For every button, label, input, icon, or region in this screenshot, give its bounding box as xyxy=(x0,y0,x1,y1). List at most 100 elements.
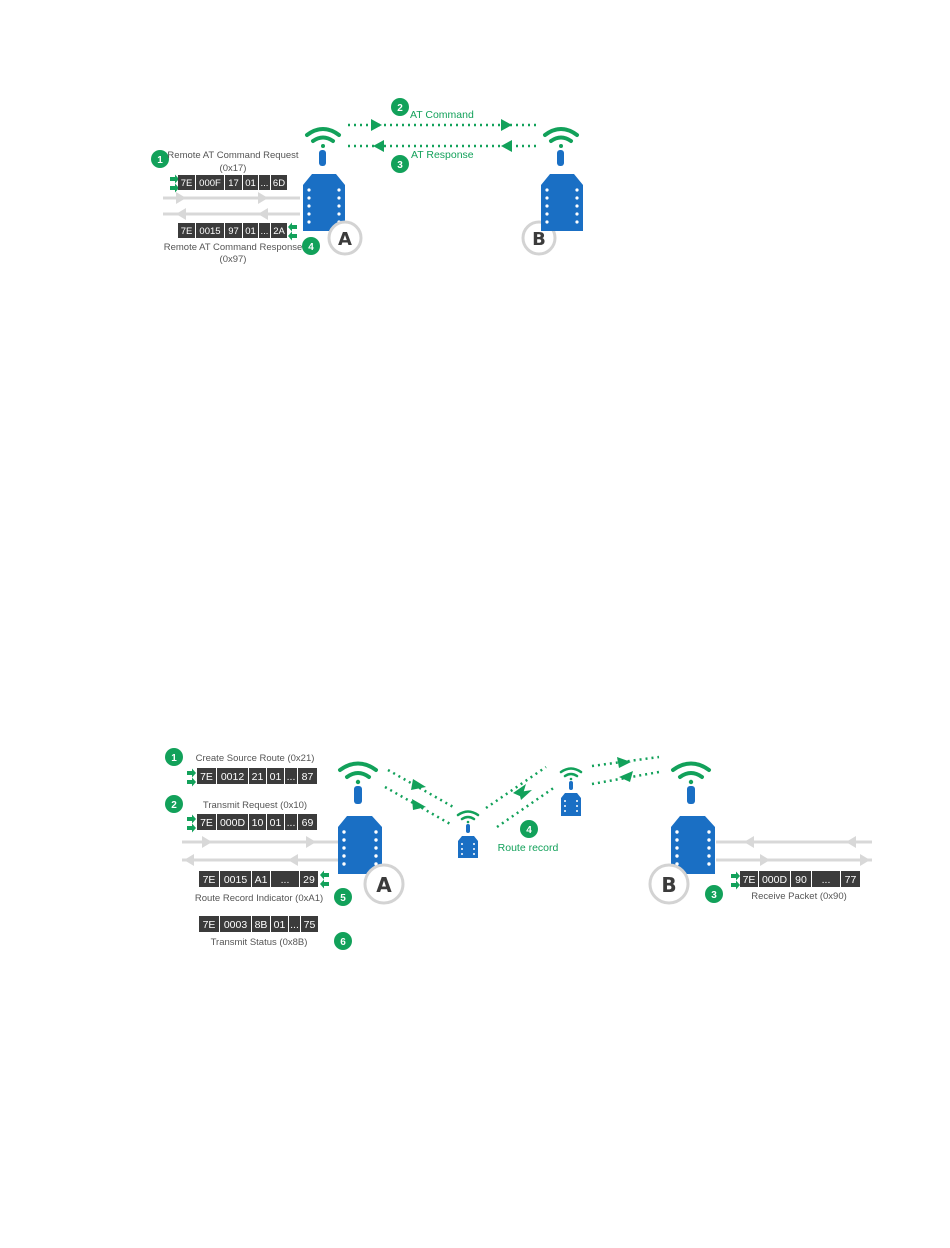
frame-byte: 87 xyxy=(302,771,314,783)
router-node-2 xyxy=(559,767,583,816)
frame-byte: A1 xyxy=(255,874,268,886)
step-label: Transmit Status (0x8B) xyxy=(211,937,308,948)
frame-byte: 17 xyxy=(228,178,239,189)
rf-direction-arrows xyxy=(411,757,633,810)
frame-direction-arrows-icon xyxy=(187,814,196,833)
step-number: 3 xyxy=(397,160,403,171)
frame-byte: 6D xyxy=(273,178,285,189)
step-6-transmit-status: 7E 0003 8B 01 ... 75 Transmit Status (0x… xyxy=(199,916,352,950)
diagram-source-routing: 1 Create Source Route (0x21) 7E 0012 21 … xyxy=(165,748,872,950)
arrow-left-up-icon xyxy=(412,799,426,810)
node-label: A xyxy=(338,229,352,250)
frame-byte: ... xyxy=(290,919,299,931)
arrow-right-icon xyxy=(371,119,382,131)
host-data-lines xyxy=(163,192,300,220)
frame-byte: ... xyxy=(261,178,269,189)
frame-byte: 29 xyxy=(303,874,315,886)
frame-byte: 90 xyxy=(795,874,807,886)
step-label: Remote AT Command Request xyxy=(167,150,298,161)
arrow-right-down-icon xyxy=(411,779,426,790)
frame-byte: 69 xyxy=(302,817,314,829)
step-number-badge xyxy=(520,820,538,838)
frame-direction-arrows-icon xyxy=(731,871,740,890)
radio-module-icon xyxy=(671,786,715,874)
api-frame: 7E 0003 8B 01 ... 75 xyxy=(199,916,318,932)
api-frame: 7E 0012 21 01 ... 87 xyxy=(197,768,317,784)
frame-byte: 75 xyxy=(304,919,316,931)
frame-byte: ... xyxy=(281,874,290,886)
step-1-remote-at-command-request: 1 Remote AT Command Request (0x17) 7E 00… xyxy=(151,150,299,193)
step-code: (0x17) xyxy=(220,163,247,174)
rf-link xyxy=(348,119,538,152)
arrow-left-icon xyxy=(373,140,384,152)
frame-byte: ... xyxy=(287,771,296,783)
frame-byte: 8B xyxy=(255,919,268,931)
frame-byte: 01 xyxy=(270,817,282,829)
frame-byte: 10 xyxy=(252,817,264,829)
step-number: 2 xyxy=(397,103,403,114)
frame-byte: 01 xyxy=(270,771,282,783)
radio-module-icon xyxy=(561,781,581,816)
node-a: A xyxy=(338,761,405,905)
step-number-badge xyxy=(165,748,183,766)
step-number-badge xyxy=(151,150,169,168)
frame-direction-arrows-icon xyxy=(187,768,196,787)
frame-byte: 7E xyxy=(181,178,193,189)
step-number-badge xyxy=(391,155,409,173)
step-number-badge xyxy=(165,795,183,813)
router-node-1 xyxy=(456,810,480,858)
step-3-at-response: AT Response 3 xyxy=(391,149,474,173)
wifi-waves-icon xyxy=(671,761,711,785)
frame-direction-arrows-icon xyxy=(288,222,297,241)
frame-byte: 7E xyxy=(203,919,216,931)
step-3-receive-packet: 3 7E 000D 90 ... 77 Receive Packet (0x90… xyxy=(705,871,860,903)
step-5-route-record-indicator: 7E 0015 A1 ... 29 Route Record Indicator… xyxy=(195,870,352,906)
step-number: 3 xyxy=(711,890,717,901)
radio-module-icon xyxy=(541,150,583,231)
arrow-right-up-icon xyxy=(519,790,532,800)
frame-byte: 0015 xyxy=(199,226,220,237)
frame-byte: ... xyxy=(261,226,269,237)
step-label: AT Response xyxy=(411,149,474,161)
host-data-lines-a xyxy=(182,836,338,866)
step-4-remote-at-command-response: 7E 0015 97 01 ... 2A Remote AT Command R… xyxy=(164,222,320,265)
step-label: Remote AT Command Response xyxy=(164,242,303,253)
node-a: A xyxy=(303,127,363,256)
frame-byte: 000D xyxy=(762,874,788,886)
frame-byte: 7E xyxy=(200,817,213,829)
frame-byte: 000F xyxy=(199,178,221,189)
step-label: Transmit Request (0x10) xyxy=(203,800,307,811)
step-number-badge xyxy=(302,237,320,255)
step-4-route-record: 4 Route record xyxy=(498,820,559,854)
node-label: B xyxy=(532,229,546,250)
step-label: Route record xyxy=(498,842,559,854)
node-label-ring xyxy=(327,220,363,256)
wifi-waves-icon xyxy=(559,767,583,781)
frame-byte: 01 xyxy=(274,919,286,931)
arrow-right-icon xyxy=(501,119,512,131)
api-frame: 7E 000D 10 01 ... 69 xyxy=(197,814,317,830)
api-frame: 7E 000F 17 01 ... 6D xyxy=(178,175,287,190)
arrow-left-icon xyxy=(501,140,512,152)
step-number: 4 xyxy=(526,825,532,836)
wifi-waves-icon xyxy=(338,761,378,785)
frame-byte: ... xyxy=(287,817,296,829)
frame-byte: 7E xyxy=(203,874,216,886)
host-data-lines-b xyxy=(716,836,872,866)
step-2-transmit-request: 2 Transmit Request (0x10) 7E 000D 10 01 … xyxy=(165,795,317,833)
step-number: 6 xyxy=(340,937,346,948)
step-number: 5 xyxy=(340,893,346,904)
step-label: Create Source Route (0x21) xyxy=(196,753,315,764)
step-number: 4 xyxy=(308,242,314,253)
frame-byte: 01 xyxy=(245,178,256,189)
frame-byte: 7E xyxy=(200,771,213,783)
step-number: 2 xyxy=(171,800,177,811)
radio-module-icon xyxy=(338,786,382,874)
step-number: 1 xyxy=(171,753,177,764)
api-frame: 7E 0015 97 01 ... 2A xyxy=(178,223,287,238)
frame-direction-arrows-icon xyxy=(170,174,179,193)
arrow-right-icon xyxy=(617,757,631,768)
step-label: Route Record Indicator (0xA1) xyxy=(195,893,323,904)
api-frame: 7E 000D 90 ... 77 xyxy=(740,871,860,887)
node-b: B xyxy=(648,761,715,905)
